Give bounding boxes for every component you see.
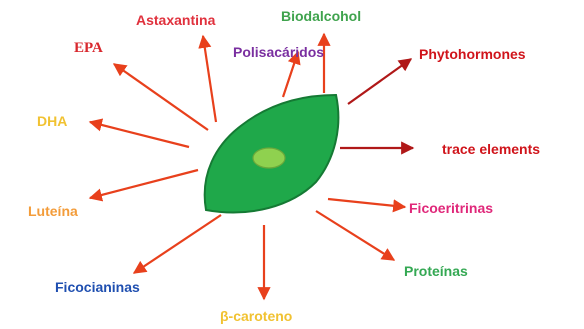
arrow-proteinas [316, 211, 394, 260]
label-beta-caroteno: β-caroteno [220, 308, 292, 324]
arrow-astaxantina [203, 36, 216, 122]
label-dha: DHA [37, 113, 67, 129]
arrow-dha [90, 122, 189, 147]
arrow-luteina [90, 170, 198, 198]
label-astaxantina: Astaxantina [136, 12, 216, 28]
label-proteinas: Proteínas [404, 263, 468, 279]
label-luteina: Luteína [28, 203, 78, 219]
arrow-ficocianinas [134, 215, 221, 273]
cell-nucleus [253, 148, 285, 168]
label-phytohormones: Phytohormones [419, 46, 526, 62]
label-ficocianinas: Ficocianinas [55, 279, 140, 295]
arrow-ficoeritrinas [328, 199, 405, 207]
label-ficoeritrinas: Ficoeritrinas [409, 200, 493, 216]
label-polisacaridos: Polisacáridos [233, 44, 324, 60]
label-biodalcohol: Biodalcohol [281, 8, 361, 24]
label-epa: EPA [74, 40, 103, 56]
label-trace-elements: trace elements [442, 141, 540, 157]
arrow-phytohormones [348, 59, 411, 104]
arrow-epa [114, 64, 208, 130]
